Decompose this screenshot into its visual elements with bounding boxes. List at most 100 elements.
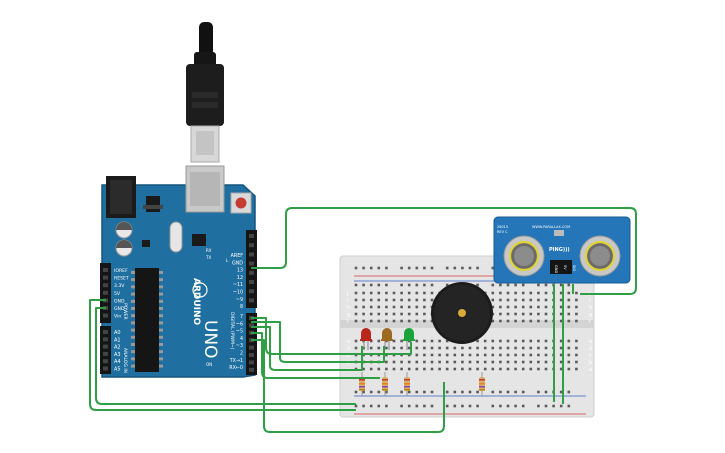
breadboard-hole: [377, 346, 381, 350]
rail-hole: [362, 404, 365, 408]
breadboard-hole: [506, 291, 510, 295]
breadboard-hole: [514, 360, 517, 364]
breadboard-hole: [499, 305, 502, 309]
rail-hole: [461, 266, 464, 270]
rail-hole: [362, 390, 365, 394]
header-pin: [103, 268, 108, 272]
breadboard-hole: [430, 353, 434, 357]
board-brand: ARDUINO: [191, 278, 201, 326]
rail-hole: [415, 266, 419, 270]
breadboard-hole: [506, 312, 510, 316]
breadboard-hole: [559, 360, 563, 364]
breadboard-hole: [567, 312, 571, 316]
breadboard-hole: [415, 346, 419, 350]
power-pin-label: Vin: [114, 314, 121, 320]
breadboard-hole: [529, 305, 533, 309]
digital-pin-label: 8: [240, 304, 243, 310]
breadboard-hole: [499, 312, 502, 316]
breadboard-hole: [529, 312, 533, 316]
breadboard-hole: [423, 312, 426, 316]
chip-pin: [131, 314, 135, 318]
breadboard-hole: [407, 360, 411, 364]
breadboard-hole: [483, 367, 487, 371]
breadboard-hole: [377, 305, 381, 309]
digital-pin-label: ~9: [236, 297, 243, 303]
led-green: [403, 328, 415, 350]
breadboard-hole: [567, 339, 571, 343]
breadboard-hole: [362, 312, 365, 316]
chip-pin: [131, 343, 135, 346]
row-letter: j: [346, 291, 348, 297]
breadboard-hole: [354, 346, 358, 350]
analog-pin-label: A5: [114, 367, 121, 373]
breadboard-hole: [575, 291, 578, 295]
breadboard-hole: [407, 319, 411, 323]
breadboard-hole: [362, 367, 365, 371]
digital-pin-label: ~3: [236, 343, 243, 349]
analog-pin-label: A3: [114, 352, 121, 358]
breadboard-hole: [559, 305, 563, 309]
resistor: [359, 372, 365, 396]
row-letter: d: [589, 346, 592, 352]
breadboard-hole: [385, 360, 388, 364]
breadboard-hole: [491, 346, 495, 350]
breadboard-hole: [369, 305, 373, 309]
rail-hole: [537, 390, 540, 394]
header-pin: [103, 290, 108, 295]
breadboard-hole: [468, 346, 472, 350]
power-pin-label: GND: [114, 306, 125, 312]
rail-hole: [445, 390, 449, 394]
usb-cable: [186, 22, 224, 163]
breadboard-hole: [575, 367, 578, 371]
breadboard-hole: [506, 353, 510, 357]
digital-pin-label: RX←0: [229, 365, 243, 371]
row-letter: c: [589, 353, 592, 359]
breadboard-hole: [544, 367, 548, 371]
rail-hole: [385, 283, 388, 287]
breadboard-hole: [529, 298, 533, 302]
breadboard-hole: [476, 339, 479, 343]
breadboard-hole: [423, 360, 426, 364]
row-letter: i: [347, 298, 348, 304]
rail-hole: [476, 404, 479, 408]
header-pin: [249, 234, 254, 238]
chip-pin: [131, 299, 135, 303]
header-pin: [249, 298, 254, 303]
breadboard-hole: [483, 346, 487, 350]
breadboard-hole: [362, 298, 365, 302]
breadboard-hole: [453, 360, 457, 364]
board-led-label: ON: [206, 362, 212, 367]
breadboard-hole: [506, 339, 510, 343]
breadboard-hole: [392, 339, 396, 343]
rail-hole: [453, 404, 457, 408]
rail-hole: [445, 404, 449, 408]
rail-hole: [385, 404, 388, 408]
breadboard-hole: [491, 291, 495, 295]
breadboard-hole: [453, 367, 457, 371]
breadboard-hole: [400, 312, 403, 316]
breadboard-hole: [529, 319, 533, 323]
breadboard-hole: [415, 312, 419, 316]
breadboard-hole: [400, 291, 403, 295]
chip-pin: [159, 307, 163, 310]
breadboard-hole: [575, 319, 578, 323]
breadboard-hole: [392, 346, 396, 350]
rail-hole: [354, 266, 358, 270]
wire-led-amber: [251, 321, 385, 363]
rail-hole: [544, 404, 548, 408]
breadboard-hole: [392, 305, 396, 309]
breadboard-hole: [400, 319, 403, 323]
breadboard-hole: [468, 353, 472, 357]
breadboard-hole: [537, 319, 540, 323]
breadboard-hole: [423, 305, 426, 309]
rail-hole: [369, 404, 373, 408]
breadboard-hole: [575, 346, 578, 350]
breadboard-hole: [423, 339, 426, 343]
sensor-rev: REV C: [497, 230, 508, 234]
chip-pin: [159, 328, 163, 332]
breadboard-hole: [521, 339, 525, 343]
breadboard-hole: [385, 319, 388, 323]
power-pin-label: 3.3V: [114, 283, 125, 289]
breadboard-hole: [514, 312, 517, 316]
header-pin: [103, 275, 108, 280]
